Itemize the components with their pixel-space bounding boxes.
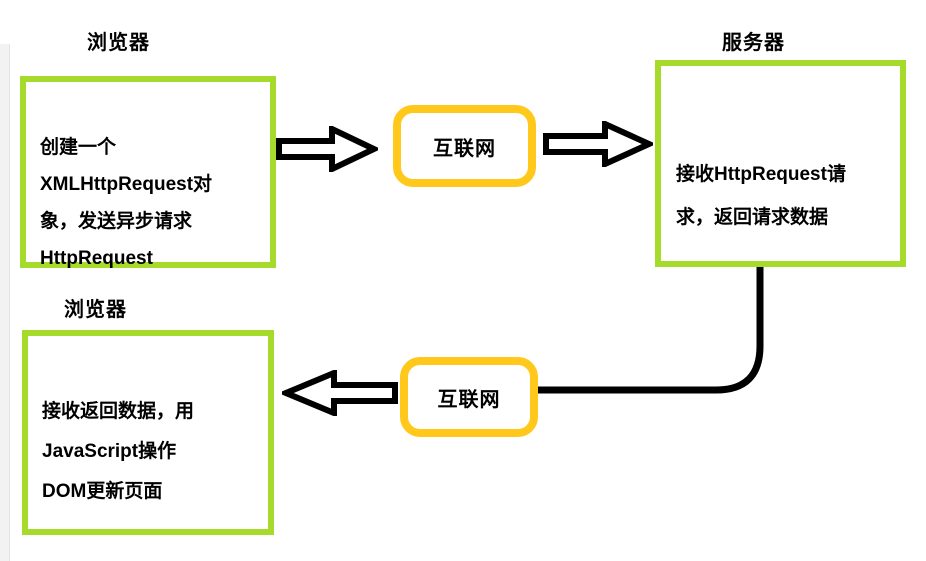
browser-top-text: 创建一个 XMLHttpRequest对 象，发送异步请求 HttpReques… xyxy=(40,137,213,269)
arrow-right-icon xyxy=(543,121,653,167)
arrow-right-icon xyxy=(276,126,378,172)
server-text: 接收HttpRequest请 求，返回请求数据 xyxy=(676,164,846,228)
browser-bottom-title: 浏览器 xyxy=(64,299,127,321)
internet-top-node: 互联网 xyxy=(393,105,536,187)
server-node: 接收HttpRequest请 求，返回请求数据 xyxy=(655,60,906,267)
internet-bottom-node: 互联网 xyxy=(400,357,538,437)
browser-top-title: 浏览器 xyxy=(87,32,150,54)
browser-bottom-text: 接收返回数据，用 JavaScript操作 DOM更新页面 xyxy=(42,401,195,502)
internet-bottom-label: 互联网 xyxy=(437,388,501,411)
internet-top-label: 互联网 xyxy=(433,137,496,160)
arrow-left-icon xyxy=(282,370,398,416)
left-edge-artifact xyxy=(0,44,10,561)
browser-bottom-node: 接收返回数据，用 JavaScript操作 DOM更新页面 xyxy=(22,330,274,535)
browser-top-node: 创建一个 XMLHttpRequest对 象，发送异步请求 HttpReques… xyxy=(20,76,276,269)
server-title: 服务器 xyxy=(722,32,785,54)
server-to-internet-connector xyxy=(537,267,764,394)
